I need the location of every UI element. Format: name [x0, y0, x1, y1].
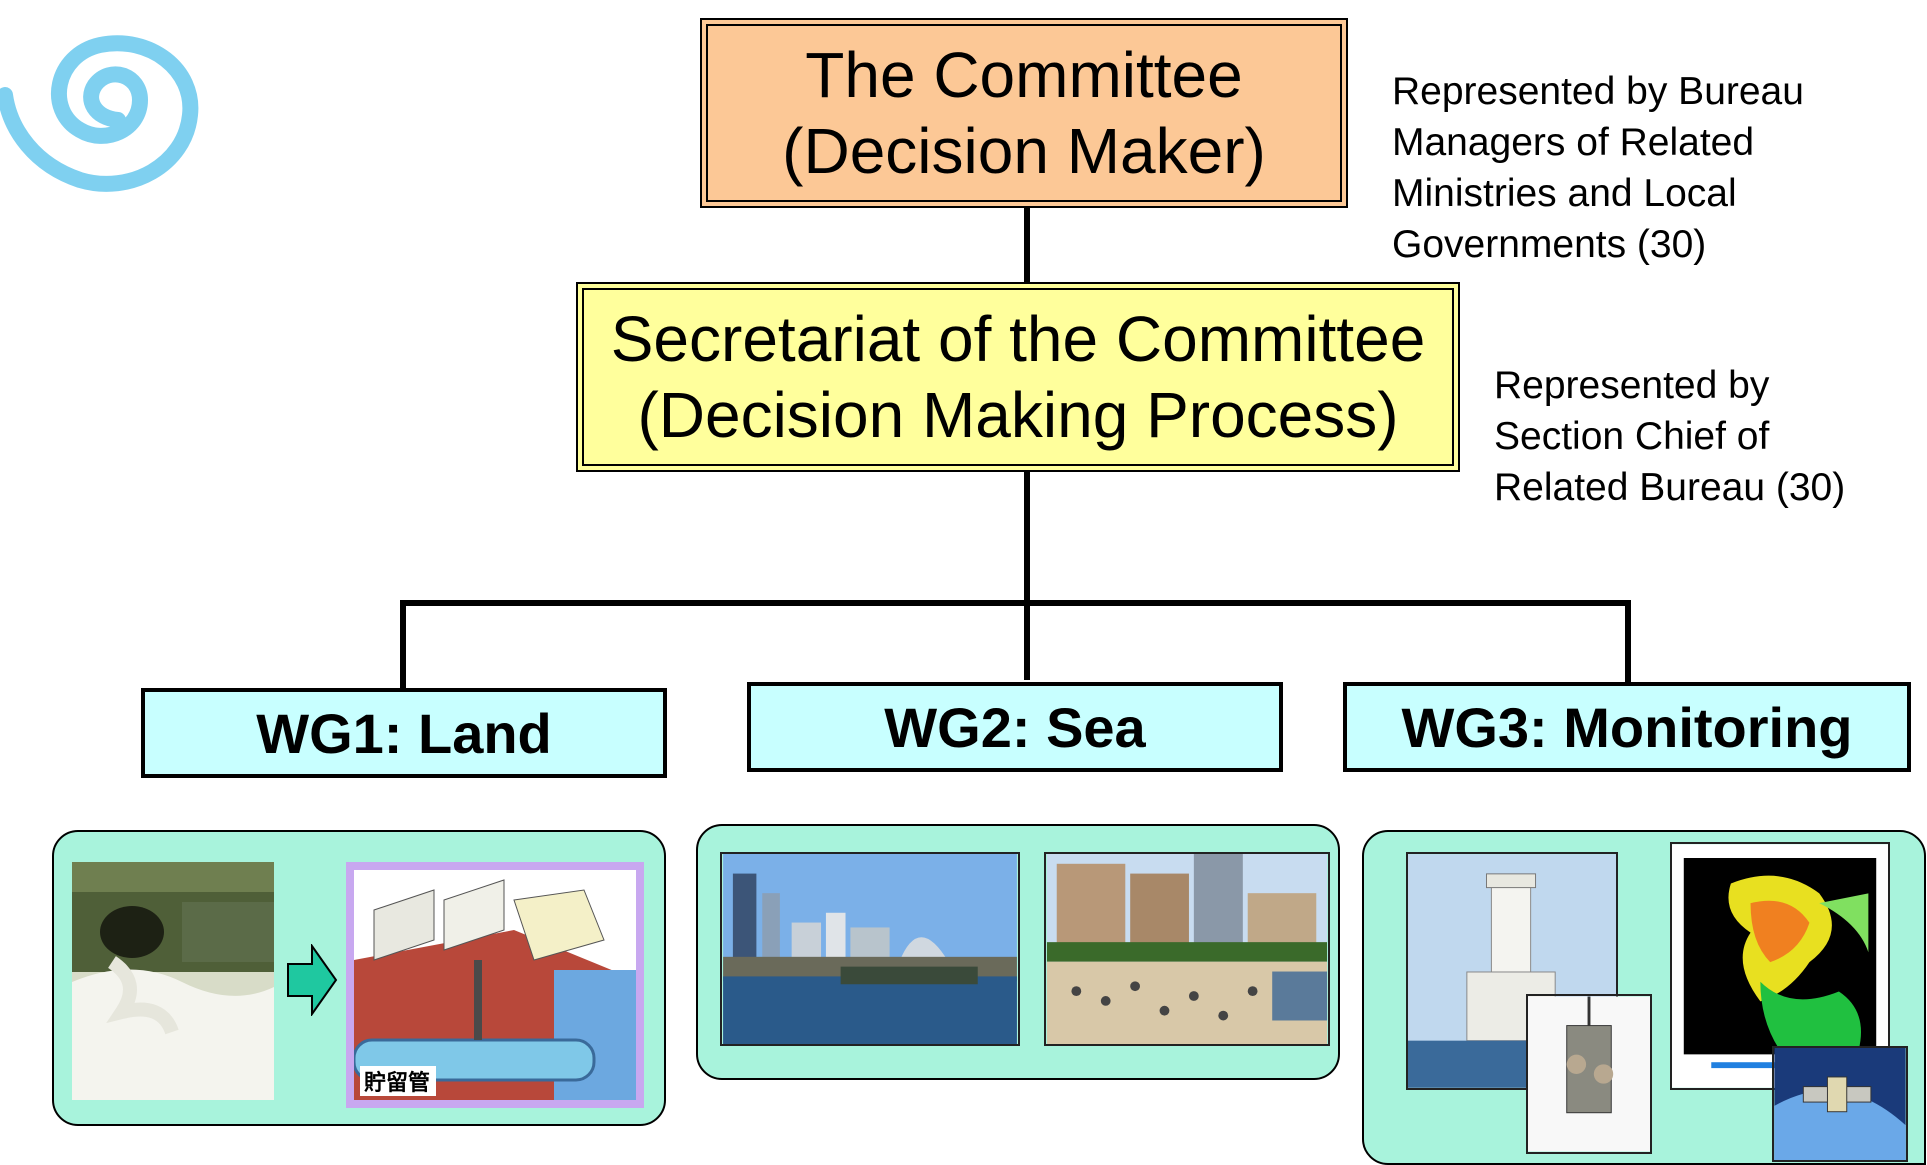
land-photo-panel: 貯留管: [52, 830, 666, 1126]
committee-note-line: Governments (30): [1392, 223, 1707, 266]
storage-pipe-illustration: 貯留管: [346, 862, 644, 1108]
satellite-orbit-photo: [1772, 1046, 1908, 1162]
secretariat-subtitle: (Decision Making Process): [637, 379, 1399, 451]
wg1-label: WG1: Land: [256, 701, 552, 765]
secretariat-note-line: Represented by: [1494, 364, 1770, 407]
committee-box: The Committee (Decision Maker): [700, 18, 1348, 208]
wg1-land-box: WG1: Land: [141, 688, 667, 778]
connector-committee-secretariat: [1024, 208, 1030, 284]
committee-note-line: Ministries and Local: [1392, 172, 1737, 215]
harbor-skyline-photo: [720, 852, 1020, 1046]
secretariat-note-line: Section Chief of: [1494, 415, 1770, 458]
sensor-equipment-photo: [1526, 994, 1652, 1154]
wg3-monitoring-box: WG3: Monitoring: [1343, 682, 1911, 772]
committee-note-line: Represented by Bureau: [1392, 70, 1804, 113]
committee-note-line: Managers of Related: [1392, 121, 1755, 164]
secretariat-note-line: Related Bureau (30): [1494, 466, 1846, 509]
sea-photo-panel: [696, 824, 1340, 1080]
secretariat-title: Secretariat of the Committee: [610, 303, 1426, 375]
swirl-logo: [0, 35, 199, 192]
connector-horizontal-bus: [400, 600, 1631, 606]
beach-crowd-photo: [1044, 852, 1330, 1046]
wg2-sea-box: WG2: Sea: [747, 682, 1283, 772]
secretariat-note: Represented by Section Chief of Related …: [1494, 360, 1845, 513]
arrow-right-icon: [287, 944, 338, 1016]
secretariat-box: Secretariat of the Committee (Decision M…: [576, 282, 1460, 472]
sewage-outfall-photo: [72, 862, 274, 1100]
connector-secretariat-bus: [1024, 472, 1030, 680]
connector-wg1: [400, 600, 406, 690]
wg3-label: WG3: Monitoring: [1401, 695, 1853, 759]
monitoring-photo-panel: [1362, 830, 1926, 1165]
connector-wg3: [1625, 600, 1631, 684]
committee-title: The Committee: [805, 39, 1243, 111]
committee-note: Represented by Bureau Managers of Relate…: [1392, 66, 1804, 270]
committee-subtitle: (Decision Maker): [782, 115, 1266, 187]
storage-pipe-label: 貯留管: [364, 1070, 430, 1096]
wg2-label: WG2: Sea: [884, 695, 1146, 759]
